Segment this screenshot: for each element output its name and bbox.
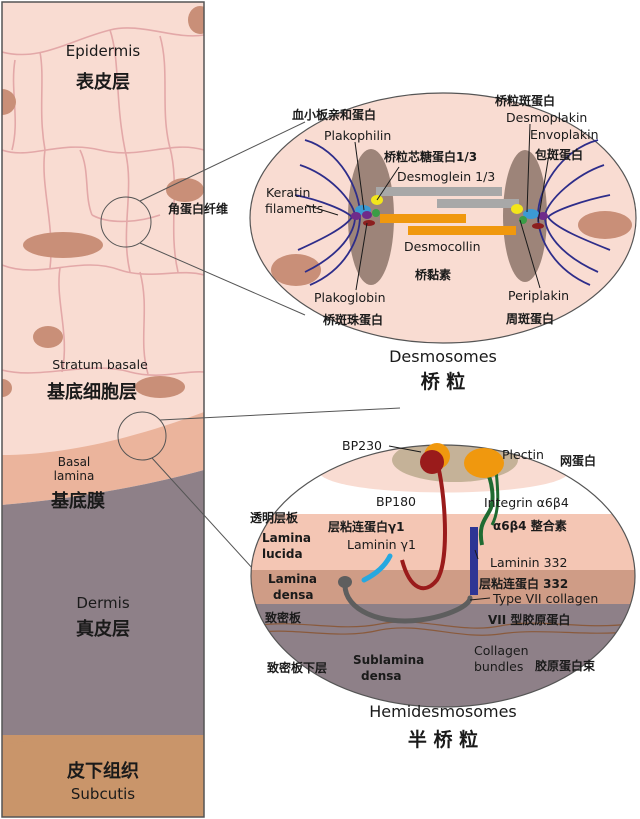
desmosome-panel: 血小板亲和蛋白 Plakophilin 桥粒芯糖蛋白1/3 Desmoglein… (249, 92, 637, 344)
type7-cn-label: VII 型胶原蛋白 (488, 612, 570, 627)
laminin-g1-label: Laminin γ1 (347, 537, 416, 552)
desmocollin-bar-right (408, 226, 516, 235)
plakoglobin-label: Plakoglobin (314, 290, 386, 305)
bp180-label: BP180 (376, 494, 416, 509)
basal-lamina-cn-label: 基底膜 (50, 490, 105, 512)
epidermis-label: Epidermis (66, 42, 141, 60)
desmosome-zoom-circle (100, 196, 152, 248)
hemi-keratin-loops (396, 408, 520, 433)
plectin-cn-label: 网蛋白 (560, 453, 596, 468)
type7-collagen-end-left (338, 576, 352, 588)
laminin-332-cn-label: 层粘连蛋白 332 (479, 576, 568, 591)
integrin-strand-2 (490, 469, 500, 526)
envoplakin-label: Envoplakin (530, 127, 599, 142)
dermis-cn-label: 真皮层 (76, 618, 130, 640)
lucida-label-1: Lamina (262, 531, 311, 545)
integrin-label: Integrin α6β4 (484, 495, 569, 510)
laminin-332 (470, 527, 478, 595)
dermis-subcutis-boundary (2, 735, 204, 817)
hemidesmosome-panel: BP230 Plectin 网蛋白 BP180 Integrin α6β4 α6… (250, 408, 636, 708)
hemidesmosome-title: Hemidesmosomes (369, 702, 517, 721)
collagen-label-1: Collagen (474, 643, 529, 658)
desmoglein-bar-left (376, 187, 502, 196)
nuclei (2, 6, 204, 398)
bp230-label: BP230 (342, 438, 382, 453)
bp230-core (420, 450, 444, 474)
plakophilin-label: Plakophilin (324, 128, 391, 143)
lamina-densa-band (251, 570, 635, 604)
platelet-cn-label: 血小板亲和蛋白 (292, 107, 376, 122)
skin-column (2, 2, 204, 817)
sublamina-label-2: densa (361, 669, 402, 683)
desmocollin-label: Desmocollin (404, 239, 481, 254)
periplakin-cn-label: 周斑蛋白 (506, 311, 554, 326)
integrin-strand (478, 468, 495, 546)
desmoplakin-label: Desmoplakin (506, 110, 587, 125)
dermis-label: Dermis (76, 594, 129, 612)
plakoglobin-cn-label: 桥斑珠蛋白 (323, 312, 383, 327)
epidermis-cn-label: 表皮层 (76, 71, 130, 93)
cell-borders (2, 27, 204, 376)
desmosome-cn-title: 桥 粒 (421, 370, 466, 393)
lucida-cn-label: 透明层板 (250, 510, 299, 525)
type7-collagen (342, 582, 473, 624)
keratin-label-2: filaments (265, 201, 323, 216)
left-plaque-proteins (351, 195, 383, 226)
laminin-g1-cn-label: 层粘连蛋白γ1 (328, 519, 405, 534)
plectin-label: Plectin (502, 447, 544, 462)
keratin-label-1: Keratin (266, 185, 310, 200)
plectin (464, 448, 504, 478)
integrin-cn-label: α6β4 整合素 (493, 518, 567, 533)
keratin-fiber-cn-label: 角蛋白纤维 (168, 201, 228, 216)
hemi-leaders (388, 445, 491, 601)
desmoglein-bar-right (437, 199, 519, 208)
desmocollin-bar-left (380, 214, 466, 223)
dermis-layer (2, 470, 204, 760)
desmoglein-label: Desmoglein 1/3 (397, 169, 495, 184)
collagen-cn-label: 胶原蛋白束 (535, 658, 596, 673)
desmoglein-cn-label: 桥粒芯糖蛋白1/3 (384, 149, 477, 164)
sublamina-label-1: Sublamina (353, 653, 424, 667)
basal-lamina-label-1: Basal (58, 455, 91, 469)
hemidesmosome-cn-title: 半 桥 粒 (408, 728, 478, 751)
densa-label-2: densa (273, 588, 314, 602)
subcutis-label: Subcutis (71, 785, 135, 803)
desmosome-leaders (305, 123, 551, 291)
subcutis-cn-label: 皮下组织 (67, 760, 139, 782)
envoplakin-cn-label: 包斑蛋白 (534, 147, 583, 162)
type7-label: Type VII collagen (492, 591, 598, 606)
hemidesmosome-zoom-circle (117, 411, 167, 461)
collagen-bundles (259, 621, 631, 636)
desmosome-title: Desmosomes (389, 347, 497, 366)
laminin-332-label: Laminin 332 (490, 555, 567, 570)
lucida-label-2: lucida (262, 547, 303, 561)
basal-lamina-label-2: lamina (54, 469, 95, 483)
periplakin-label: Periplakin (508, 288, 569, 303)
stratum-basale-cn-label: 基底细胞层 (46, 381, 137, 403)
densa-cn-label: 致密板 (265, 610, 302, 625)
column-border (1, 1, 205, 818)
laminin-g1 (361, 553, 393, 583)
basal-lamina-layer (2, 412, 204, 505)
desmocollin-cn-label: 桥黏素 (415, 267, 451, 282)
collagen-label-2: bundles (474, 659, 523, 674)
densa-label-1: Lamina (268, 572, 317, 586)
stratum-basale-label: Stratum basale (52, 357, 148, 372)
sublamina-cn-label: 致密板下层 (267, 660, 327, 675)
bp180-strand (400, 461, 447, 591)
desmoplakin-cn-label: 桥粒斑蛋白 (495, 93, 555, 108)
